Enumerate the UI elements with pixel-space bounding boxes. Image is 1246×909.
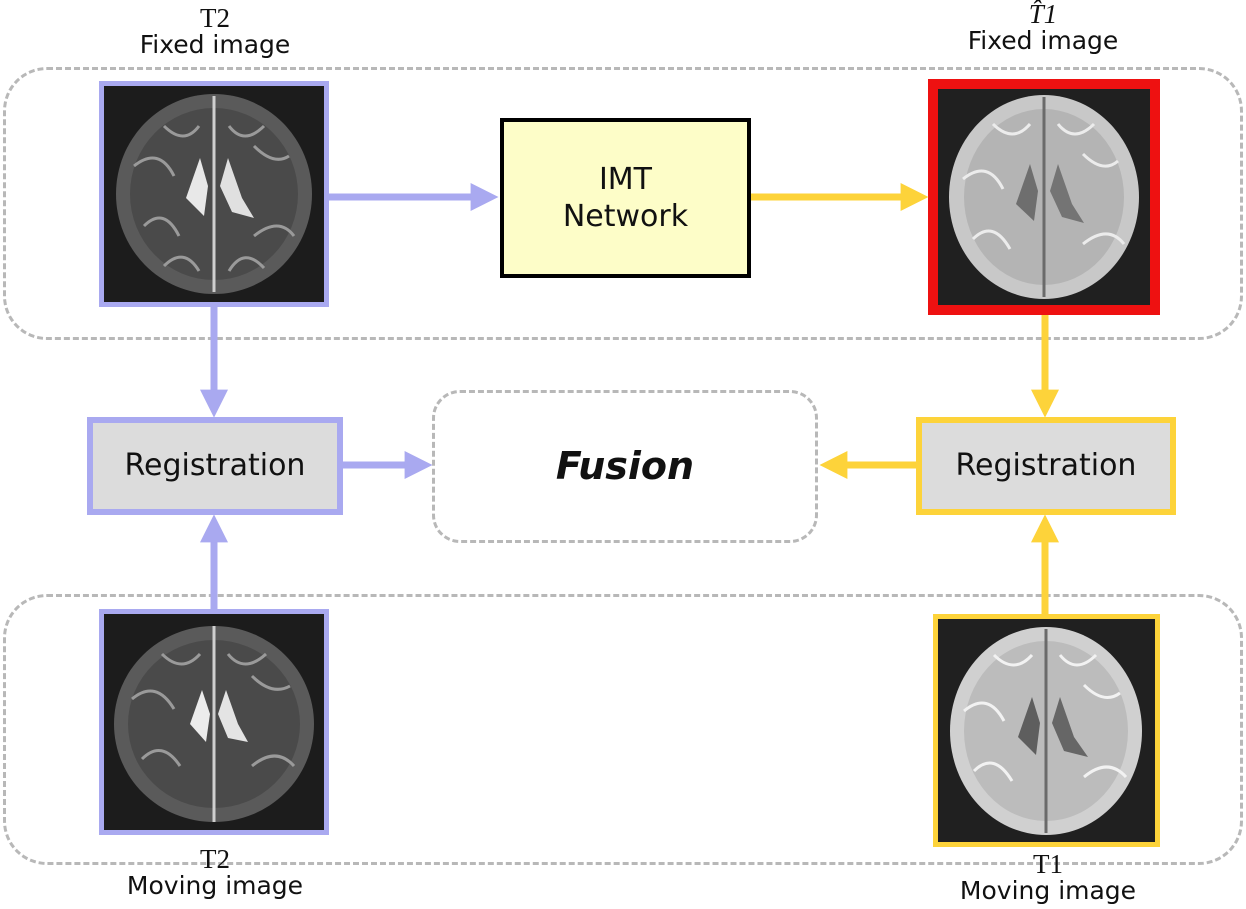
fixed-image-group — [3, 67, 1243, 340]
fusion-box: Fusion — [432, 390, 818, 543]
fusion-label: Fusion — [555, 443, 695, 488]
moving-image-group — [3, 594, 1243, 865]
t2-fixed-image — [99, 81, 329, 307]
registration-right-label: Registration — [955, 448, 1137, 484]
t2-fixed-caption: T2 Fixed image — [95, 4, 335, 59]
brain-image-t2-moving — [104, 614, 324, 830]
t2-fixed-modality: T2 — [200, 3, 230, 33]
brain-image-t2-fixed — [104, 86, 324, 302]
t1-synth-fixed-image — [928, 79, 1160, 315]
registration-box-right: Registration — [916, 417, 1176, 515]
network-label-line1: IMT — [598, 161, 653, 197]
t2-fixed-description: Fixed image — [139, 30, 291, 60]
t1-synth-modality: T̂1 — [1028, 0, 1058, 29]
t1-moving-caption: T1 Moving image — [933, 850, 1163, 905]
t2-moving-image — [99, 609, 329, 835]
t2-moving-description: Moving image — [126, 871, 304, 901]
t1-synth-description: Fixed image — [967, 26, 1119, 56]
t2-moving-modality: T2 — [200, 844, 230, 874]
network-label-line2: Network — [562, 199, 689, 234]
t1-moving-modality: T1 — [1033, 849, 1063, 879]
registration-box-left: Registration — [87, 417, 343, 515]
t1-synth-fixed-caption: T̂1 Fixed image — [918, 0, 1168, 55]
t2-moving-caption: T2 Moving image — [95, 845, 335, 900]
brain-image-t1-moving — [938, 619, 1155, 842]
registration-left-label: Registration — [124, 448, 306, 484]
imt-network-box: IMT Network — [500, 118, 751, 278]
t1-moving-image — [933, 614, 1160, 847]
brain-image-t1-synth — [938, 89, 1150, 305]
t1-moving-description: Moving image — [959, 876, 1137, 906]
